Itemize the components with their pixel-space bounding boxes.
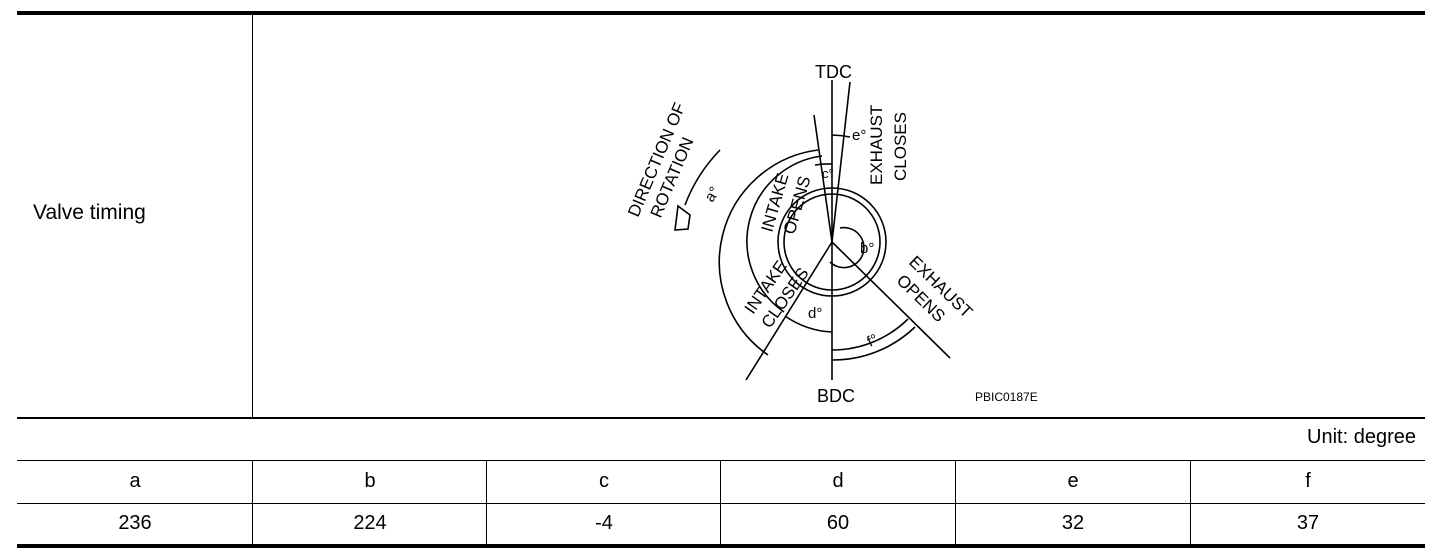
table-header-b: b xyxy=(364,470,376,492)
table-header-top-rule xyxy=(17,460,1425,461)
bdc-label: BDC xyxy=(817,386,855,406)
col-divider-5 xyxy=(1190,460,1191,544)
table-header-c: c xyxy=(599,470,609,492)
intake-closes-line xyxy=(745,241,833,381)
table-value-f: 37 xyxy=(1296,512,1320,534)
angle-a-label: a° xyxy=(701,184,723,206)
exhaust-closes-line-1: EXHAUST xyxy=(867,105,886,185)
angle-f-label: f° xyxy=(865,331,881,351)
col-divider-4 xyxy=(955,460,956,544)
col-divider-3 xyxy=(720,460,721,544)
label-column-divider xyxy=(252,15,253,418)
exhaust-arc xyxy=(831,318,909,351)
b-arc xyxy=(829,226,865,269)
col-divider-1 xyxy=(252,460,253,544)
top-rule xyxy=(17,11,1425,15)
intake-arc xyxy=(746,155,823,313)
direction-arrow-head xyxy=(674,204,691,231)
tdc-label: TDC xyxy=(815,62,852,82)
angle-e-label: e° xyxy=(852,127,866,144)
valve-timing-label: Valve timing xyxy=(33,201,146,224)
angle-c-label: c° xyxy=(822,166,834,181)
exhaust-closes-line-2: CLOSES xyxy=(891,112,910,181)
exhaust-opens-line xyxy=(831,241,951,359)
f-arc xyxy=(831,326,916,361)
inner-circle-outer xyxy=(777,187,887,297)
table-value-e: 32 xyxy=(1061,512,1085,534)
table-header-f: f xyxy=(1305,470,1311,492)
table-value-c: -4 xyxy=(595,512,613,534)
table-header-bottom-rule xyxy=(17,503,1425,504)
angle-d-label: d° xyxy=(808,305,822,322)
diagram-bottom-rule xyxy=(17,417,1425,419)
table-value-a: 236 xyxy=(118,512,152,534)
e-arc xyxy=(831,134,851,138)
bottom-rule xyxy=(17,544,1425,548)
figure-code: PBIC0187E xyxy=(975,390,1038,404)
angle-a-arc xyxy=(718,149,819,356)
valve-timing-diagram: TDC BDC PBIC0187E DIRECTION OF ROTATION … xyxy=(624,62,1038,406)
inner-circle-inner xyxy=(783,193,881,291)
table-header-d: d xyxy=(832,470,844,492)
d-arc xyxy=(784,315,833,333)
table-value-d: 60 xyxy=(826,512,850,534)
exhaust-closes-line xyxy=(831,81,851,243)
table-value-b: 224 xyxy=(353,512,387,534)
unit-label: Unit: degree xyxy=(1307,426,1416,448)
c-arc xyxy=(814,163,833,166)
intake-opens-line xyxy=(813,114,833,243)
direction-arrow xyxy=(684,149,721,206)
table-header-a: a xyxy=(129,470,141,492)
angle-b-label: b° xyxy=(860,240,874,257)
col-divider-2 xyxy=(486,460,487,544)
table-header-e: e xyxy=(1067,470,1079,492)
